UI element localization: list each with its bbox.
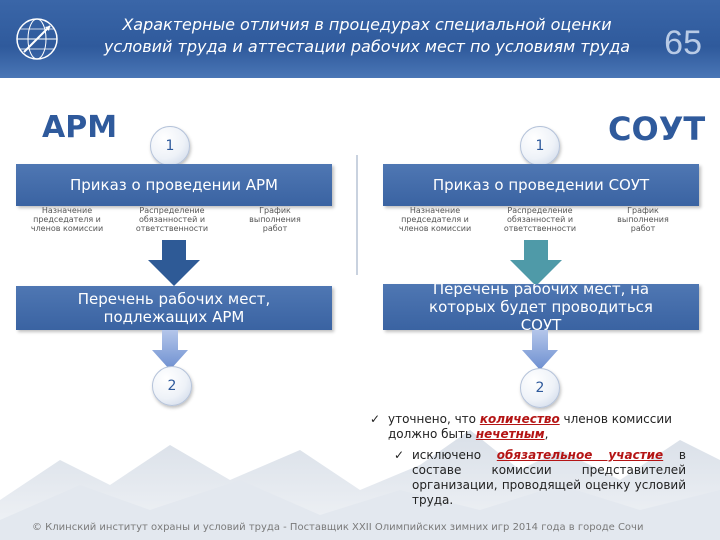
right-order-box: Приказ о проведении СОУТ: [383, 164, 699, 206]
slide-title-line2: условий труда и аттестации рабочих мест …: [103, 37, 631, 56]
right-subitem-2: Распределение обязанностей и ответственн…: [503, 206, 577, 233]
right-subitem-3: График выполнения работ: [617, 206, 669, 233]
slide-title-line1: Характерные отличия в процедурах специал…: [122, 15, 612, 34]
left-order-box: Приказ о проведении АРМ: [16, 164, 332, 206]
left-subitem-2: Распределение обязанностей и ответственн…: [135, 206, 209, 233]
note1-text-c: ,: [544, 427, 549, 441]
note-2: ✓ исключено обязательное участие в соста…: [390, 448, 686, 508]
left-list-box: Перечень рабочих мест, подлежащих АРМ: [16, 286, 332, 330]
note2-emphasis: обязательное участие: [496, 448, 664, 462]
left-down-arrow-icon: [148, 240, 200, 286]
note1-text-b: членов комиссии должно быть: [388, 412, 672, 441]
left-subitem-1: Назначение председателя и членов комисси…: [30, 206, 104, 233]
right-step2-circle: 2: [520, 368, 560, 408]
right-subitem-1: Назначение председателя и членов комисси…: [398, 206, 472, 233]
right-down-arrow-icon: [510, 240, 562, 286]
left-list-line2: подлежащих АРМ: [103, 308, 245, 326]
left-step2-circle: 2: [152, 366, 192, 406]
arm-label: АРМ: [42, 110, 118, 145]
left-subitem-3: График выполнения работ: [249, 206, 301, 233]
right-step1-circle: 1: [520, 126, 560, 166]
note1-emphasis-quantity: количество: [479, 412, 560, 426]
right-list-box: Перечень рабочих мест, на которых будет …: [383, 284, 699, 330]
note-1: ✓ уточнено, что количество членов комисс…: [366, 412, 686, 442]
note1-emphasis-odd: нечетным: [475, 427, 545, 441]
left-step1-circle: 1: [150, 126, 190, 166]
sout-label: СОУТ: [608, 110, 706, 148]
header-bar: Характерные отличия в процедурах специал…: [0, 0, 720, 78]
left-list-line1: Перечень рабочих мест,: [77, 290, 271, 308]
right-small-arrow-icon: [522, 330, 558, 370]
center-divider: [356, 155, 358, 275]
note2-text-b: в составе комиссии представителей органи…: [412, 448, 686, 507]
right-list-line2: которых будет проводиться: [429, 298, 653, 316]
note1-text-a: уточнено, что: [388, 412, 480, 426]
note2-text-a: исключено: [412, 448, 497, 462]
notes-block: ✓ уточнено, что количество членов комисс…: [366, 412, 686, 508]
checkmark-icon: ✓: [394, 448, 405, 462]
mountains-background: [0, 430, 720, 540]
slide-title: Характерные отличия в процедурах специал…: [72, 14, 662, 58]
globe-logo-icon: [16, 18, 58, 60]
right-list-line3: СОУТ: [520, 316, 562, 330]
slide-number: 65: [664, 24, 702, 62]
footer-text: © Клинский институт охраны и условий тру…: [32, 522, 644, 533]
left-small-arrow-icon: [152, 330, 188, 370]
right-list-line1: Перечень рабочих мест, на: [432, 284, 650, 298]
checkmark-icon: ✓: [370, 412, 381, 426]
